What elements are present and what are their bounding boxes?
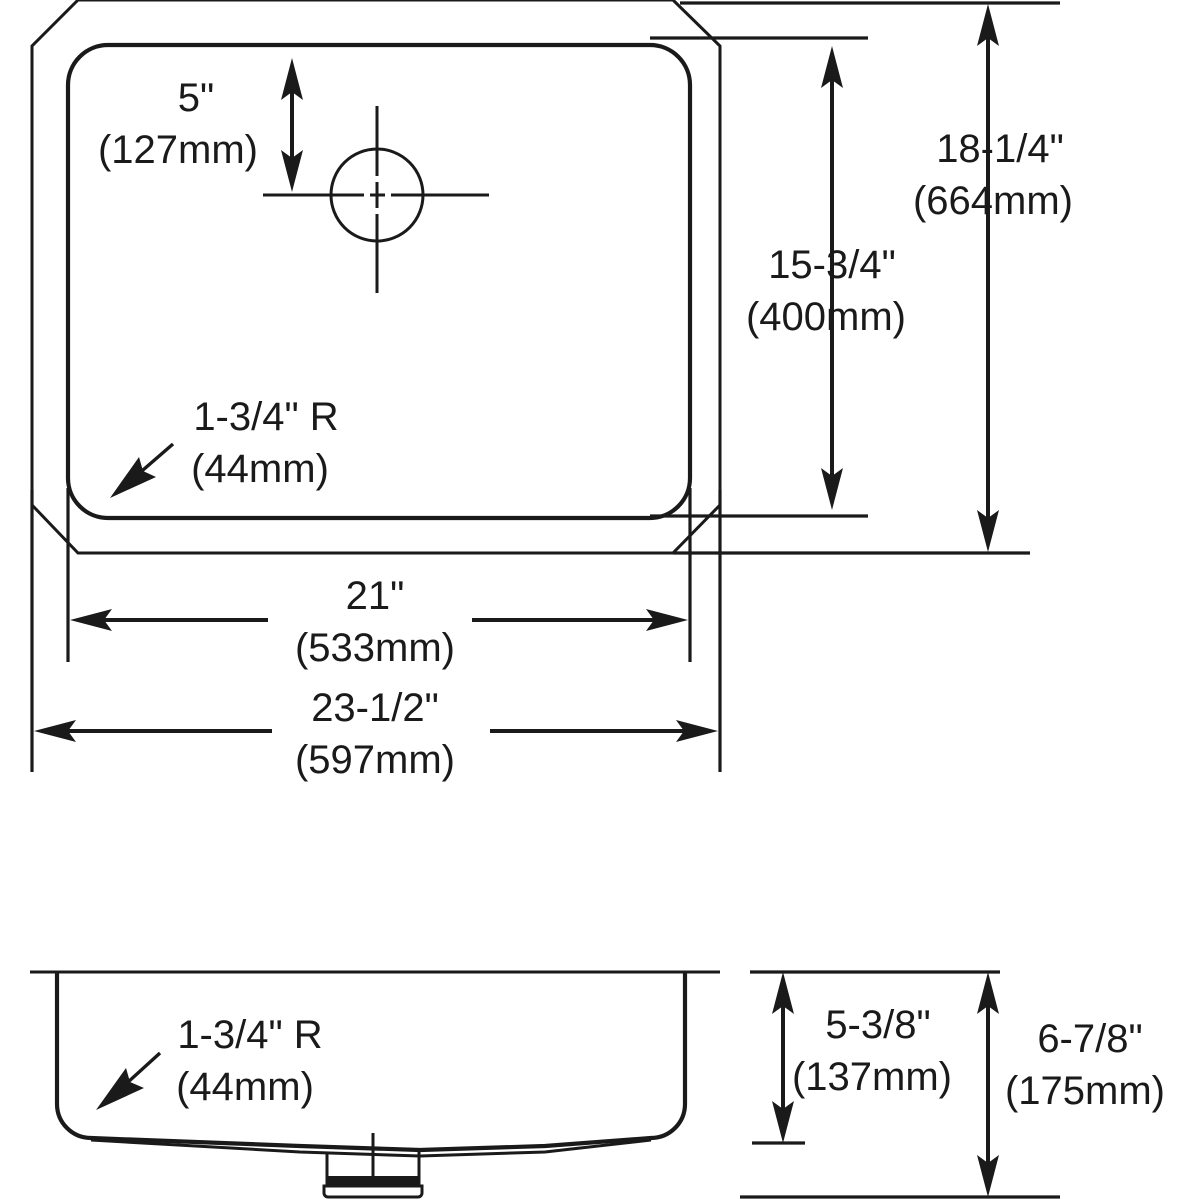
callout-corner-radius-top: 1-3/4" R (44mm) [110, 395, 339, 498]
drain-outlet [322, 1133, 424, 1199]
dim-bowl-width-imperial: 21" [346, 574, 405, 618]
dim-overall-width-imperial: 23-1/2" [311, 686, 439, 730]
arrowhead-up [821, 46, 843, 88]
arrowhead-down [977, 1155, 999, 1197]
section-view-group: 1-3/4" R (44mm) 5-3/8" (137mm) 6-7/8" [30, 970, 1165, 1199]
top-view-group: 5" (127mm) 1-3/4" R (44mm) 15-3/4" [30, 0, 1073, 782]
dim-bowl-depth: 5-3/8" (137mm) [772, 972, 952, 1143]
arrowhead-left [70, 609, 112, 631]
extension-lines-vertical [650, 1, 1060, 555]
arrowhead-down [281, 150, 303, 192]
extension-lines-section [740, 970, 1060, 1199]
dim-bowl-depth-metric: (137mm) [792, 1055, 952, 1099]
sink-bowl-outline [65, 42, 693, 521]
arrowhead-down [772, 1101, 794, 1143]
extension-lines-horizontal [30, 488, 722, 772]
dim-overall-width-metric: (597mm) [295, 738, 455, 782]
leader-arrowhead [96, 1068, 144, 1110]
arrowhead-up [281, 58, 303, 100]
callout-corner-radius-section-imperial: 1-3/4" R [177, 1013, 322, 1057]
callout-corner-radius-section: 1-3/4" R (44mm) [96, 1013, 323, 1110]
dim-bowl-depth-metric: (400mm) [746, 295, 906, 339]
dim-bowl-depth-imperial: 5-3/8" [825, 1003, 930, 1047]
dim-bowl-depth-front-to-back: 15-3/4" (400mm) [746, 46, 906, 510]
dim-overall-height-metric: (175mm) [1005, 1069, 1165, 1113]
dim-overall-width: 23-1/2" (597mm) [34, 686, 718, 782]
callout-corner-radius-section-metric: (44mm) [176, 1065, 314, 1109]
callout-corner-radius-top-metric: (44mm) [191, 447, 329, 491]
dim-bowl-width-metric: (533mm) [295, 626, 455, 670]
callout-corner-radius-top-imperial: 1-3/4" R [193, 395, 338, 439]
faucet-hole-centerlines [263, 106, 489, 293]
dim-faucet-hole-offset-imperial: 5" [178, 76, 214, 120]
dim-overall-height: 6-7/8" (175mm) [977, 972, 1165, 1197]
dim-overall-depth-front-to-back: 18-1/4" (664mm) [913, 4, 1073, 552]
dim-overall-depth-metric: (664mm) [913, 179, 1073, 223]
arrowhead-up [977, 972, 999, 1014]
dim-faucet-hole-offset: 5" (127mm) [98, 58, 303, 192]
dim-overall-height-imperial: 6-7/8" [1037, 1017, 1142, 1061]
arrowhead-up [977, 4, 999, 46]
sink-bowl-section-profile [54, 971, 688, 1153]
dim-overall-depth-imperial: 18-1/4" [936, 127, 1064, 171]
drain-flange [322, 1184, 424, 1199]
dim-faucet-hole-offset-metric: (127mm) [98, 128, 258, 172]
arrowhead-down [977, 510, 999, 552]
dim-bowl-width: 21" (533mm) [70, 574, 688, 670]
arrowhead-right [646, 609, 688, 631]
dim-bowl-depth-imperial: 15-3/4" [768, 243, 896, 287]
leader-arrowhead [110, 457, 156, 498]
arrowhead-down [821, 468, 843, 510]
arrowhead-left [34, 720, 76, 742]
arrowhead-up [772, 972, 794, 1014]
arrowhead-right [676, 720, 718, 742]
